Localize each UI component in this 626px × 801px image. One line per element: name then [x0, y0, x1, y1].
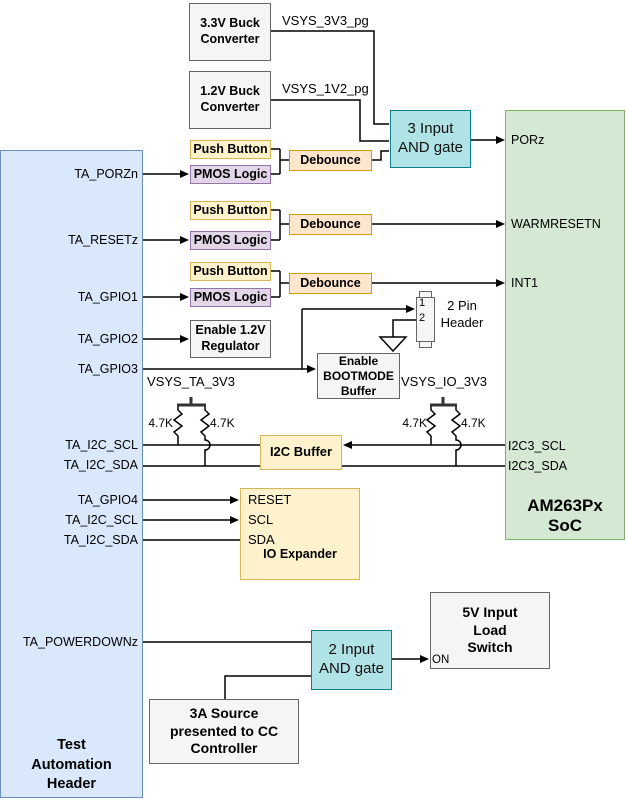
soc-pin-warmresetn: WARMRESETN [511, 217, 601, 231]
ground-symbol [378, 336, 408, 353]
pullup-value-right-2: 4.7K [461, 416, 486, 430]
signal-ta-resetz: TA_RESETz [68, 233, 138, 247]
buck-converter-3v3-block: 3.3V Buck Converter [189, 3, 271, 61]
signal-ta-gpio1: TA_GPIO1 [77, 290, 138, 304]
arrowheads [180, 136, 505, 663]
test-automation-header-block [0, 150, 143, 798]
enable-bootmode-buffer-block: Enable BOOTMODE Buffer [317, 353, 400, 399]
i2c-buffer-block: I2C Buffer [260, 435, 342, 470]
pmos-logic-3-block: PMOS Logic [190, 288, 271, 307]
arrow-i2c-buffer [343, 441, 352, 449]
arrow-resetz [180, 236, 189, 244]
resistor-right-sda [450, 405, 462, 466]
arrow-int1 [496, 279, 505, 287]
arrow-ioexp-scl [230, 516, 239, 524]
net-label-vsys-3v3-pg: VSYS_3V3_pg [282, 13, 369, 28]
signal-ta-powerdownz: TA_POWERDOWNz [22, 635, 138, 649]
power-cap-left [177, 397, 206, 407]
pullup-value-right-1: 4.7K [402, 416, 427, 430]
signal-ta-porzn: TA_PORZn [74, 167, 138, 181]
source-3a-block: 3A Source presented to CC Controller [149, 699, 299, 764]
debounce-2-block: Debounce [289, 214, 372, 235]
pmos-logic-2-block: PMOS Logic [190, 231, 271, 250]
enable-1v2-regulator-block: Enable 1.2V Regulator [190, 320, 271, 358]
net-label-vsys-ta-3v3: VSYS_TA_3V3 [147, 374, 235, 389]
arrow-gpio1 [180, 293, 189, 301]
wire-vsys-1v2-pg [271, 99, 389, 142]
arrow-bootmode [307, 365, 316, 373]
arrow-ioexp-reset [230, 496, 239, 504]
net-label-vsys-1v2-pg: VSYS_1V2_pg [282, 81, 369, 96]
arrow-gpio2 [180, 335, 189, 343]
signal-ta-i2c-sda-2: TA_I2C_SDA [63, 533, 138, 547]
net-label-vsys-io-3v3: VSYS_IO_3V3 [401, 374, 487, 389]
wire-row1-join [271, 148, 289, 175]
and-gate-2-input-block: 2 Input AND gate [311, 630, 392, 690]
arrow-pin1 [406, 305, 415, 313]
debounce-3-block: Debounce [289, 273, 372, 294]
arrow-porz [496, 136, 505, 144]
signal-ta-gpio2: TA_GPIO2 [77, 332, 138, 346]
pullup-value-left-2: 4.7K [210, 416, 235, 430]
test-automation-header-label: Test Automation Header [31, 737, 112, 792]
load-switch-5v-block: 5V Input Load Switch [430, 592, 550, 669]
and-gate-3-input-block: 3 Input AND gate [390, 110, 471, 168]
resistor-left-scl [172, 405, 184, 445]
buck-converter-1v2-block: 1.2V Buck Converter [189, 71, 271, 129]
wire-vsys-3v3-pg [271, 30, 389, 125]
pullup-value-left-1: 4.7K [148, 416, 173, 430]
soc-pin-i2c3-scl: I2C3_SCL [508, 439, 566, 453]
io-expander-block [240, 488, 360, 580]
pin-header-pin1-label: 1 [419, 297, 426, 309]
pin-header-pin2-label: 2 [419, 312, 426, 324]
resistor-right-scl [425, 405, 437, 445]
am263px-soc-block [505, 110, 625, 540]
wire-row3-join [271, 270, 289, 298]
io-expander-pin-sda: SDA [248, 532, 275, 547]
pmos-logic-1-block: PMOS Logic [190, 165, 271, 184]
io-expander-pin-scl: SCL [248, 512, 274, 527]
signal-ta-i2c-sda: TA_I2C_SDA [63, 458, 138, 472]
wire-row2-join [271, 209, 289, 241]
debounce-1-block: Debounce [289, 150, 372, 171]
power-cap-right [430, 397, 457, 407]
io-expander-pin-reset: RESET [248, 492, 292, 507]
power-rails [177, 397, 457, 407]
soc-pin-int1: INT1 [511, 276, 539, 290]
resistor-left-sda [199, 405, 211, 466]
push-button-1-block: Push Button [190, 140, 271, 159]
signal-ta-i2c-scl: TA_I2C_SCL [65, 438, 138, 452]
soc-pin-i2c3-sda: I2C3_SDA [508, 459, 568, 473]
wire-pin2-gnd [392, 319, 416, 337]
wire-ta-gpio3 [143, 308, 407, 370]
arrow-warmresetn [496, 220, 505, 228]
wire-3a-source [224, 675, 311, 699]
pin-header-bottom-tab [419, 341, 432, 348]
push-button-2-block: Push Button [190, 201, 271, 220]
signal-ta-i2c-scl-2: TA_I2C_SCL [65, 513, 138, 527]
load-switch-on-pin: ON [432, 654, 450, 666]
soc-pin-porz: PORz [511, 133, 545, 147]
wire-debounce1-to-and3 [372, 150, 389, 161]
signal-ta-gpio4: TA_GPIO4 [77, 493, 138, 507]
am263px-soc-label: AM263Px SoC [527, 496, 603, 535]
arrow-loadswitch-on [420, 655, 429, 663]
io-expander-label: IO Expander [263, 547, 337, 561]
signal-ta-gpio3: TA_GPIO3 [77, 362, 138, 376]
wires [143, 30, 505, 699]
pin-header-label: 2 Pin Header [440, 298, 484, 330]
arrow-porzn [180, 170, 189, 178]
push-button-3-block: Push Button [190, 262, 271, 281]
